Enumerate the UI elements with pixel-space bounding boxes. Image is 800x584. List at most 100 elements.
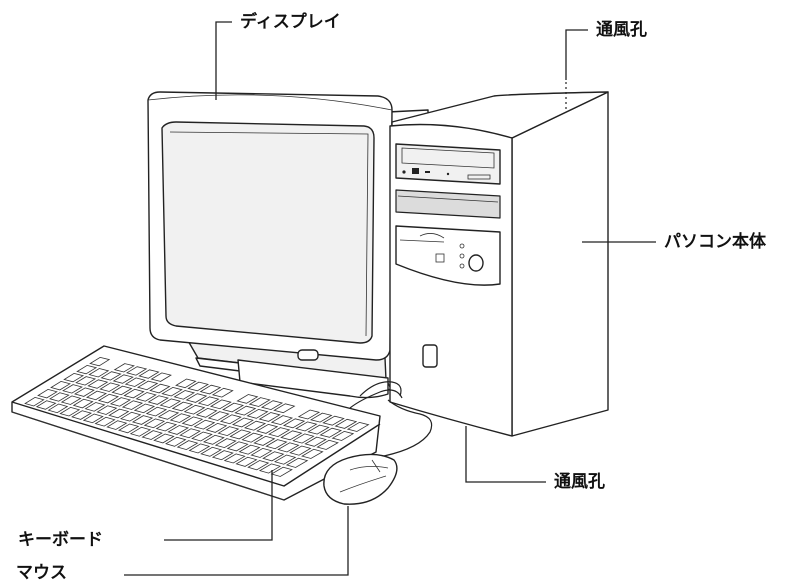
keyboard-key (135, 392, 157, 402)
keyboard-key (270, 466, 293, 477)
keyboard-key (322, 415, 345, 426)
keyboard-key (250, 447, 273, 458)
leader-keyboard (164, 470, 273, 541)
keyboard-key (207, 411, 230, 421)
keyboard-key (86, 390, 108, 401)
keyboard-key (87, 379, 109, 389)
keyboard-key (133, 403, 156, 414)
leader-lines (124, 21, 656, 576)
keyboard-key (118, 423, 140, 434)
keyboard-key (205, 422, 228, 433)
keyboard-key (199, 384, 222, 395)
keyboard-key (280, 430, 303, 441)
keyboard-key (301, 448, 324, 459)
keyboard-key (175, 378, 197, 389)
keyboard-key (331, 430, 355, 441)
label-vent-bottom: 通風孔 (554, 472, 605, 492)
keyboard-key (231, 417, 254, 428)
keyboard-cable (349, 389, 403, 409)
keyboard-key (265, 439, 288, 450)
monitor-base (237, 359, 389, 399)
keyboard-key (236, 394, 259, 404)
keyboard-key (256, 423, 279, 434)
keyboard-key (75, 376, 97, 386)
keyboard-key (73, 387, 95, 397)
keyboard-key (200, 446, 223, 457)
keyboard-key (37, 388, 58, 399)
monitor (147, 91, 431, 399)
keyboard-key (84, 402, 106, 412)
keyboard-key (124, 377, 147, 387)
keyboard-key (292, 433, 315, 444)
tower-logo (422, 344, 438, 368)
pc-tower (389, 91, 609, 437)
keyboard-key (167, 425, 190, 435)
keyboard-key (297, 409, 321, 420)
keyboard-key (211, 387, 234, 398)
keyboard-key (169, 413, 192, 423)
keyboard-key (187, 381, 210, 392)
keyboard-key (258, 463, 282, 474)
keyboard-key (258, 412, 281, 422)
keyboard-key (262, 451, 285, 462)
mouse (323, 453, 398, 505)
keyboard-key (72, 398, 94, 409)
keyboard-key (247, 460, 270, 471)
keyboard-key (125, 366, 148, 376)
keyboard-key (334, 418, 358, 429)
keyboard-key (145, 406, 168, 417)
tower-side (511, 91, 609, 437)
keyboard-key (24, 396, 45, 407)
keyboard-key (136, 380, 159, 391)
keyboard-key (188, 443, 211, 454)
keyboard-keys (24, 356, 370, 477)
mouse-cable (383, 399, 433, 457)
keyboard-key (289, 445, 312, 456)
keyboard-key (111, 385, 133, 396)
keyboard-key (123, 388, 145, 399)
keyboard-key (253, 435, 276, 446)
keyboard-key (62, 384, 83, 394)
label-mouse: マウス (16, 563, 67, 583)
keyboard-key (214, 438, 237, 449)
keyboard-key (185, 393, 208, 403)
keyboard-key (273, 403, 296, 414)
keyboard-key (131, 415, 154, 425)
keyboard-key (183, 404, 206, 415)
keyboard-key (89, 356, 111, 367)
mouse-wheel (371, 459, 381, 473)
keyboard-key (270, 415, 294, 426)
empty-drive-bay (395, 189, 501, 219)
keyboard-key (219, 414, 242, 425)
keyboard-key (304, 436, 327, 447)
keyboard-key (248, 397, 271, 407)
keyboard-key (109, 397, 132, 407)
keyboard (11, 345, 381, 501)
keyboard-key (76, 364, 98, 375)
keyboard-key (238, 444, 261, 455)
keyboard-key (88, 368, 110, 378)
keyboard-key (173, 390, 196, 400)
keyboard-key (211, 450, 234, 461)
keyboard-key (96, 405, 118, 415)
keyboard-key (226, 441, 249, 452)
keyboard-key (129, 426, 152, 437)
keyboard-key (50, 380, 71, 391)
keyboard-key (223, 453, 246, 464)
leader-mouse (124, 506, 349, 576)
keyboard-key (47, 403, 69, 414)
keyboard-key (157, 410, 180, 420)
keyboard-key (119, 411, 142, 422)
keyboard-key (100, 371, 122, 381)
keyboard-key (195, 407, 218, 418)
leader-vent-bottom (465, 426, 546, 483)
label-keyboard: キーボード (18, 530, 103, 550)
keyboard-key (246, 408, 269, 419)
keyboard-key (229, 429, 252, 440)
keyboard-key (282, 418, 306, 429)
monitor-power-button (297, 349, 319, 361)
keyboard-key (241, 432, 264, 443)
keyboard-key (82, 413, 104, 424)
keyboard-key (176, 440, 199, 451)
keyboard-key (316, 439, 339, 450)
